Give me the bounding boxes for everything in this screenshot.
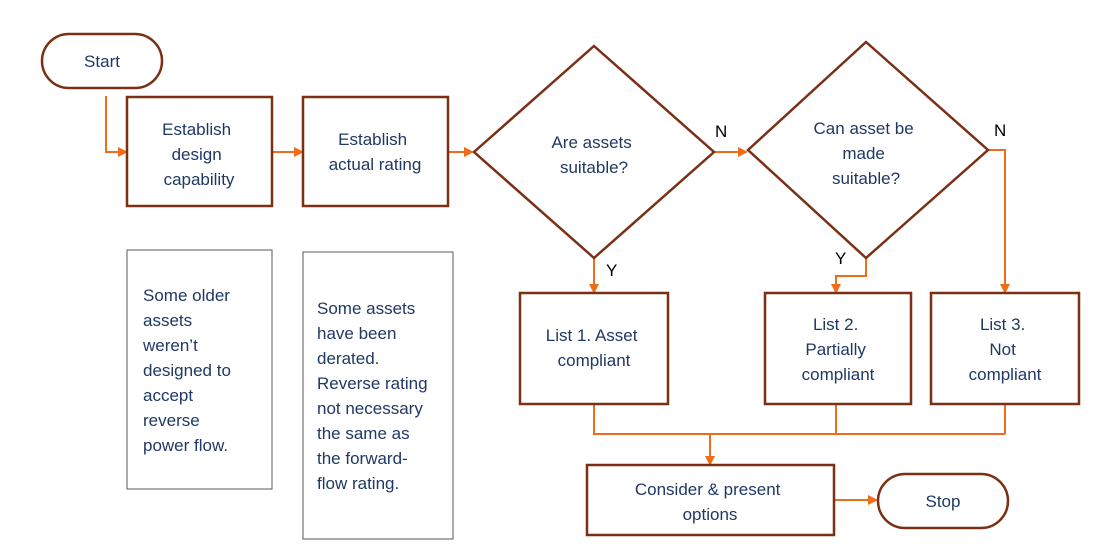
note1-line-5: accept	[143, 386, 193, 405]
process-list-2: List 2. Partially compliant	[763, 291, 913, 406]
note2-line-8: flow rating.	[317, 474, 399, 493]
process-design-capability: Establish design capability	[125, 95, 274, 208]
design-line-1: Establish	[162, 120, 231, 139]
note2-line-3: derated.	[317, 349, 379, 368]
note1-line-4: designed to	[143, 361, 231, 380]
process-actual-rating: Establish actual rating	[301, 95, 450, 208]
svg-text:Consider & present optio: Consider & present options	[635, 480, 785, 524]
list2-line-2: Partially	[805, 340, 866, 359]
label-suitable-yes: Y	[606, 261, 617, 280]
start-terminator: Start	[40, 32, 164, 90]
note1-line-3: weren’t	[142, 336, 198, 355]
merge-line	[593, 404, 1006, 435]
suitable-line-1: Are assets	[551, 133, 631, 152]
decision-assets-suitable: Are assets suitable?	[472, 44, 716, 260]
made-line-2: made	[842, 144, 885, 163]
svg-text:Establish design c: Establish design capability	[162, 120, 236, 189]
svg-text:Establish actual rating: Establish actual rating	[329, 130, 422, 174]
design-line-2: design	[172, 145, 222, 164]
note2-line-6: the same as	[317, 424, 410, 443]
stop-label: Stop	[926, 492, 961, 511]
note2-line-5: not necessary	[317, 399, 423, 418]
label-suitable-no: N	[715, 122, 727, 141]
list3-line-1: List 3.	[980, 315, 1025, 334]
note1-line-6: reverse	[143, 411, 200, 430]
start-label: Start	[84, 52, 120, 71]
process-list-1: List 1. Asset compliant	[518, 291, 670, 406]
list3-line-2: Not	[989, 340, 1016, 359]
label-made-yes: Y	[835, 249, 846, 268]
list2-line-1: List 2.	[813, 315, 858, 334]
note-older-assets: Some older assets weren’t designed to ac…	[126, 249, 273, 490]
design-line-3: capability	[164, 170, 235, 189]
stop-terminator: Stop	[876, 472, 1010, 530]
actual-line-1: Establish	[338, 130, 407, 149]
made-line-3: suitable?	[832, 169, 900, 188]
note2-line-4: Reverse rating	[317, 374, 428, 393]
svg-text:List 2. Partially: List 2. Partially compliant	[802, 315, 875, 384]
note1-line-1: Some older	[143, 286, 230, 305]
list1-line-2: compliant	[558, 351, 631, 370]
arrow-made-yes	[831, 258, 867, 294]
list3-line-3: compliant	[969, 365, 1042, 384]
suitable-line-2: suitable?	[560, 158, 628, 177]
svg-text:List 3. Not compli: List 3. Not compliant	[969, 315, 1042, 384]
svg-text:Are assets suitable?: Are assets suitable?	[551, 133, 636, 177]
svg-text:Can asset be made: Can asset be made suitable?	[814, 119, 919, 188]
consider-line-2: options	[683, 505, 738, 524]
label-made-no: N	[994, 121, 1006, 140]
arrow-start-to-design	[105, 96, 128, 157]
made-line-1: Can asset be	[814, 119, 914, 138]
consider-line-1: Consider & present	[635, 480, 781, 499]
note1-line-7: power flow.	[143, 436, 228, 455]
list2-line-3: compliant	[802, 365, 875, 384]
note1-line-2: assets	[143, 311, 192, 330]
actual-line-2: actual rating	[329, 155, 422, 174]
note2-line-2: have been	[317, 324, 396, 343]
list1-line-1: List 1. Asset	[546, 326, 638, 345]
svg-text:List 1. Asset compliant: List 1. Asset compliant	[546, 326, 642, 370]
note2-line-7: the forward-	[317, 449, 408, 468]
process-consider-options: Consider & present options	[585, 463, 836, 537]
svg-text:Some older assets: Some older assets weren’t designed to ac…	[142, 286, 236, 455]
note2-line-1: Some assets	[317, 299, 415, 318]
arrow-made-no	[988, 149, 1010, 294]
process-list-3: List 3. Not compliant	[929, 291, 1081, 406]
decision-made-suitable: Can asset be made suitable?	[746, 40, 990, 260]
connectors	[105, 96, 1010, 505]
svg-text:Some assets have been: Some assets have been derated. Reverse r…	[317, 299, 432, 493]
note-derated-assets: Some assets have been derated. Reverse r…	[302, 251, 454, 540]
